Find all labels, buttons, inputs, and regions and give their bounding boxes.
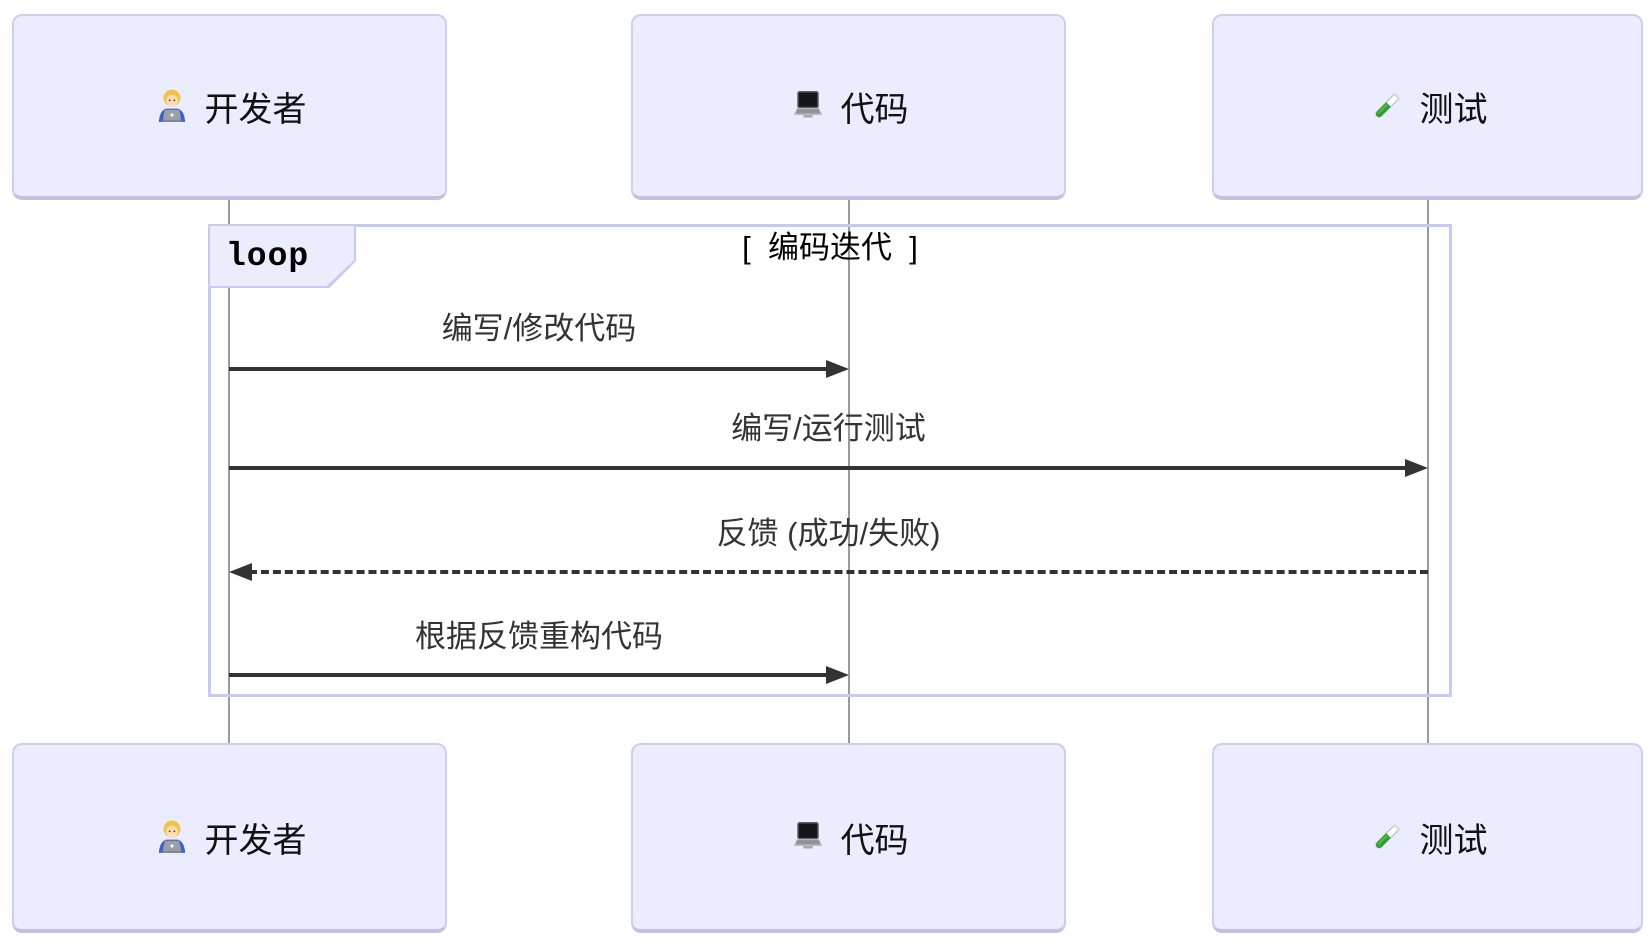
actor-label: 测试 [1419, 821, 1488, 860]
actor-label: 开发者 [204, 821, 307, 860]
loop-frame [208, 224, 1452, 697]
test-tube-emoji-icon [1374, 823, 1400, 849]
actor-label: 代码 [840, 821, 909, 860]
message-1-label: 编写/修改代码 [441, 311, 637, 346]
test-tube-emoji-icon [1374, 92, 1400, 118]
message-2-label: 编写/运行测试 [731, 411, 926, 446]
actor-top-developer: 开发者 [12, 14, 447, 200]
message-4-label: 根据反馈重构代码 [415, 619, 663, 654]
laptop-emoji-icon [793, 822, 822, 849]
actor-top-test: 测试 [1212, 14, 1643, 200]
message-1-line [229, 367, 829, 371]
message-2-arrowhead-icon [1405, 459, 1428, 477]
message-3-arrowhead-icon [229, 563, 252, 581]
loop-label-pentagon-inner-wrap: loop [208, 224, 356, 288]
message-3-label: 反馈 (成功/失败) [716, 516, 941, 551]
developer-lifeline [228, 200, 230, 745]
message-1-arrowhead-icon [826, 360, 849, 378]
laptop-emoji-icon [793, 91, 822, 118]
loop-label-pentagon-fill: loop [210, 226, 354, 286]
message-4-arrowhead-icon [826, 666, 849, 684]
message-2-line [229, 466, 1408, 470]
loop-keyword: loop [226, 237, 310, 275]
actor-label: 代码 [840, 90, 909, 129]
actor-top-code: 代码 [631, 14, 1066, 200]
actor-bottom-test: 测试 [1212, 743, 1643, 933]
actor-label: 开发者 [204, 90, 307, 129]
loop-condition: [ 编码迭代 ] [742, 230, 918, 265]
man-technologist-emoji-icon [158, 820, 185, 853]
message-4-line [229, 673, 829, 677]
code-lifeline [848, 200, 850, 745]
test-lifeline [1427, 200, 1429, 745]
actor-label: 测试 [1419, 90, 1488, 129]
actor-bottom-code: 代码 [631, 743, 1066, 933]
actor-bottom-developer: 开发者 [12, 743, 447, 933]
message-3-line [249, 570, 1428, 574]
man-technologist-emoji-icon [158, 89, 185, 122]
